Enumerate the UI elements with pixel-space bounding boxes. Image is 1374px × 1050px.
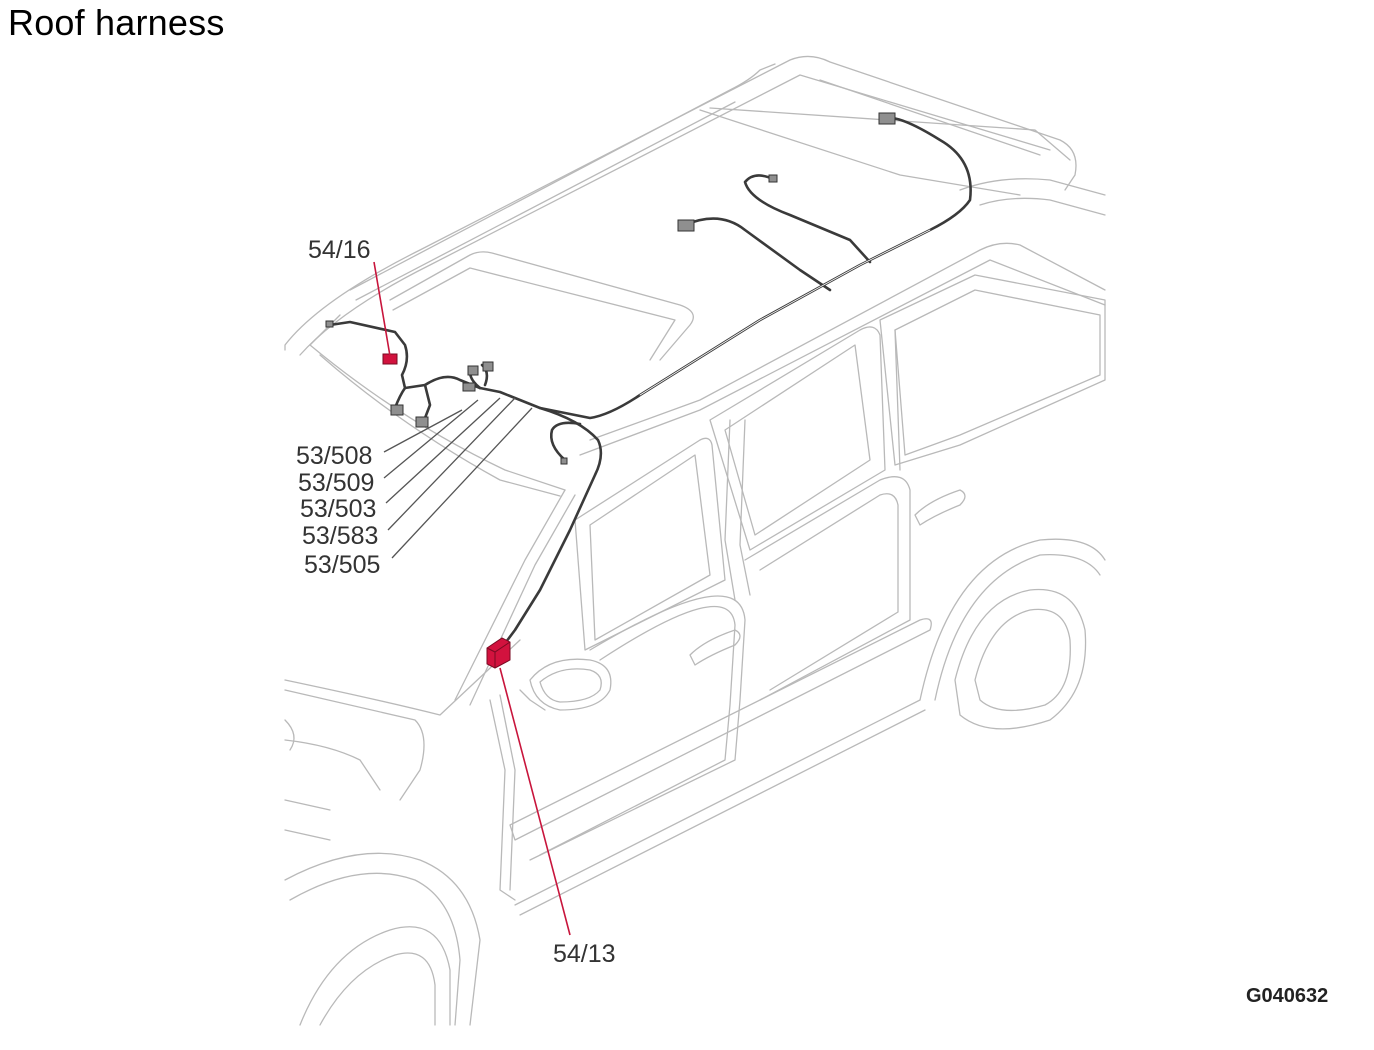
callout-label: 53/505 (304, 551, 380, 579)
callout-label: 53/503 (300, 495, 376, 523)
callout-label: 54/13 (553, 940, 616, 968)
leader-lines (373, 261, 571, 936)
connector-front-c (467, 365, 479, 376)
connector-rear (878, 112, 896, 125)
leader-54-13 (499, 667, 571, 936)
connector-center (768, 174, 778, 183)
leader-54-16 (373, 261, 391, 357)
leader-53-503 (385, 397, 501, 504)
leader-53-509 (383, 399, 479, 479)
callout-label: 53/583 (302, 522, 378, 550)
leader-53-505 (391, 407, 533, 559)
leader-53-508 (383, 409, 463, 453)
connector-front-e (462, 382, 476, 392)
roof-wire-harness (328, 116, 972, 652)
connector-front-d (482, 361, 494, 372)
connector-pigtail (560, 457, 568, 465)
vehicle-outline (284, 55, 1106, 1026)
connector-front-a (390, 404, 404, 416)
page-title: Roof harness (8, 2, 225, 43)
connector-mid (677, 219, 695, 232)
connector-front-f (325, 320, 334, 328)
connectors (325, 112, 896, 669)
connector-front-b (415, 416, 429, 428)
callout-label: 53/508 (296, 442, 372, 470)
highlight-component-54-13 (486, 637, 511, 669)
callout-label: 54/16 (308, 236, 371, 264)
leader-53-583 (387, 397, 516, 531)
callout-labels: 54/16 53/508 53/509 53/503 53/583 53/505… (296, 236, 616, 968)
figure-id: G040632 (1246, 985, 1329, 1007)
callout-label: 53/509 (298, 469, 374, 497)
